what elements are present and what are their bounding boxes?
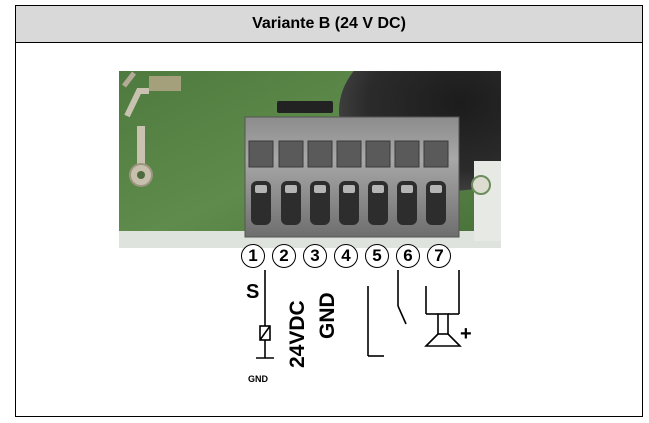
signal-label: S xyxy=(246,281,260,303)
ground-label: GND xyxy=(316,292,339,339)
switch-contact-icon xyxy=(367,270,407,357)
terminal-number: 3 xyxy=(303,244,327,268)
relay-icon xyxy=(256,270,274,359)
speaker-plus-label: + xyxy=(460,323,472,345)
relay-gnd-label: GND xyxy=(248,374,268,384)
terminal-number: 2 xyxy=(272,244,296,268)
table-header: Variante B (24 V DC) xyxy=(16,6,642,43)
wiring-symbols xyxy=(256,270,462,359)
terminal-number: 7 xyxy=(427,244,451,268)
terminal-number: 6 xyxy=(396,244,420,268)
terminal-number: 5 xyxy=(365,244,389,268)
supply-label: 24VDC xyxy=(286,300,309,368)
terminal-number: 4 xyxy=(334,244,358,268)
terminal-number: 1 xyxy=(241,244,265,268)
terminal-block-photo xyxy=(119,71,501,248)
speaker-icon xyxy=(424,270,462,347)
variant-title: Variante B (24 V DC) xyxy=(252,15,406,32)
